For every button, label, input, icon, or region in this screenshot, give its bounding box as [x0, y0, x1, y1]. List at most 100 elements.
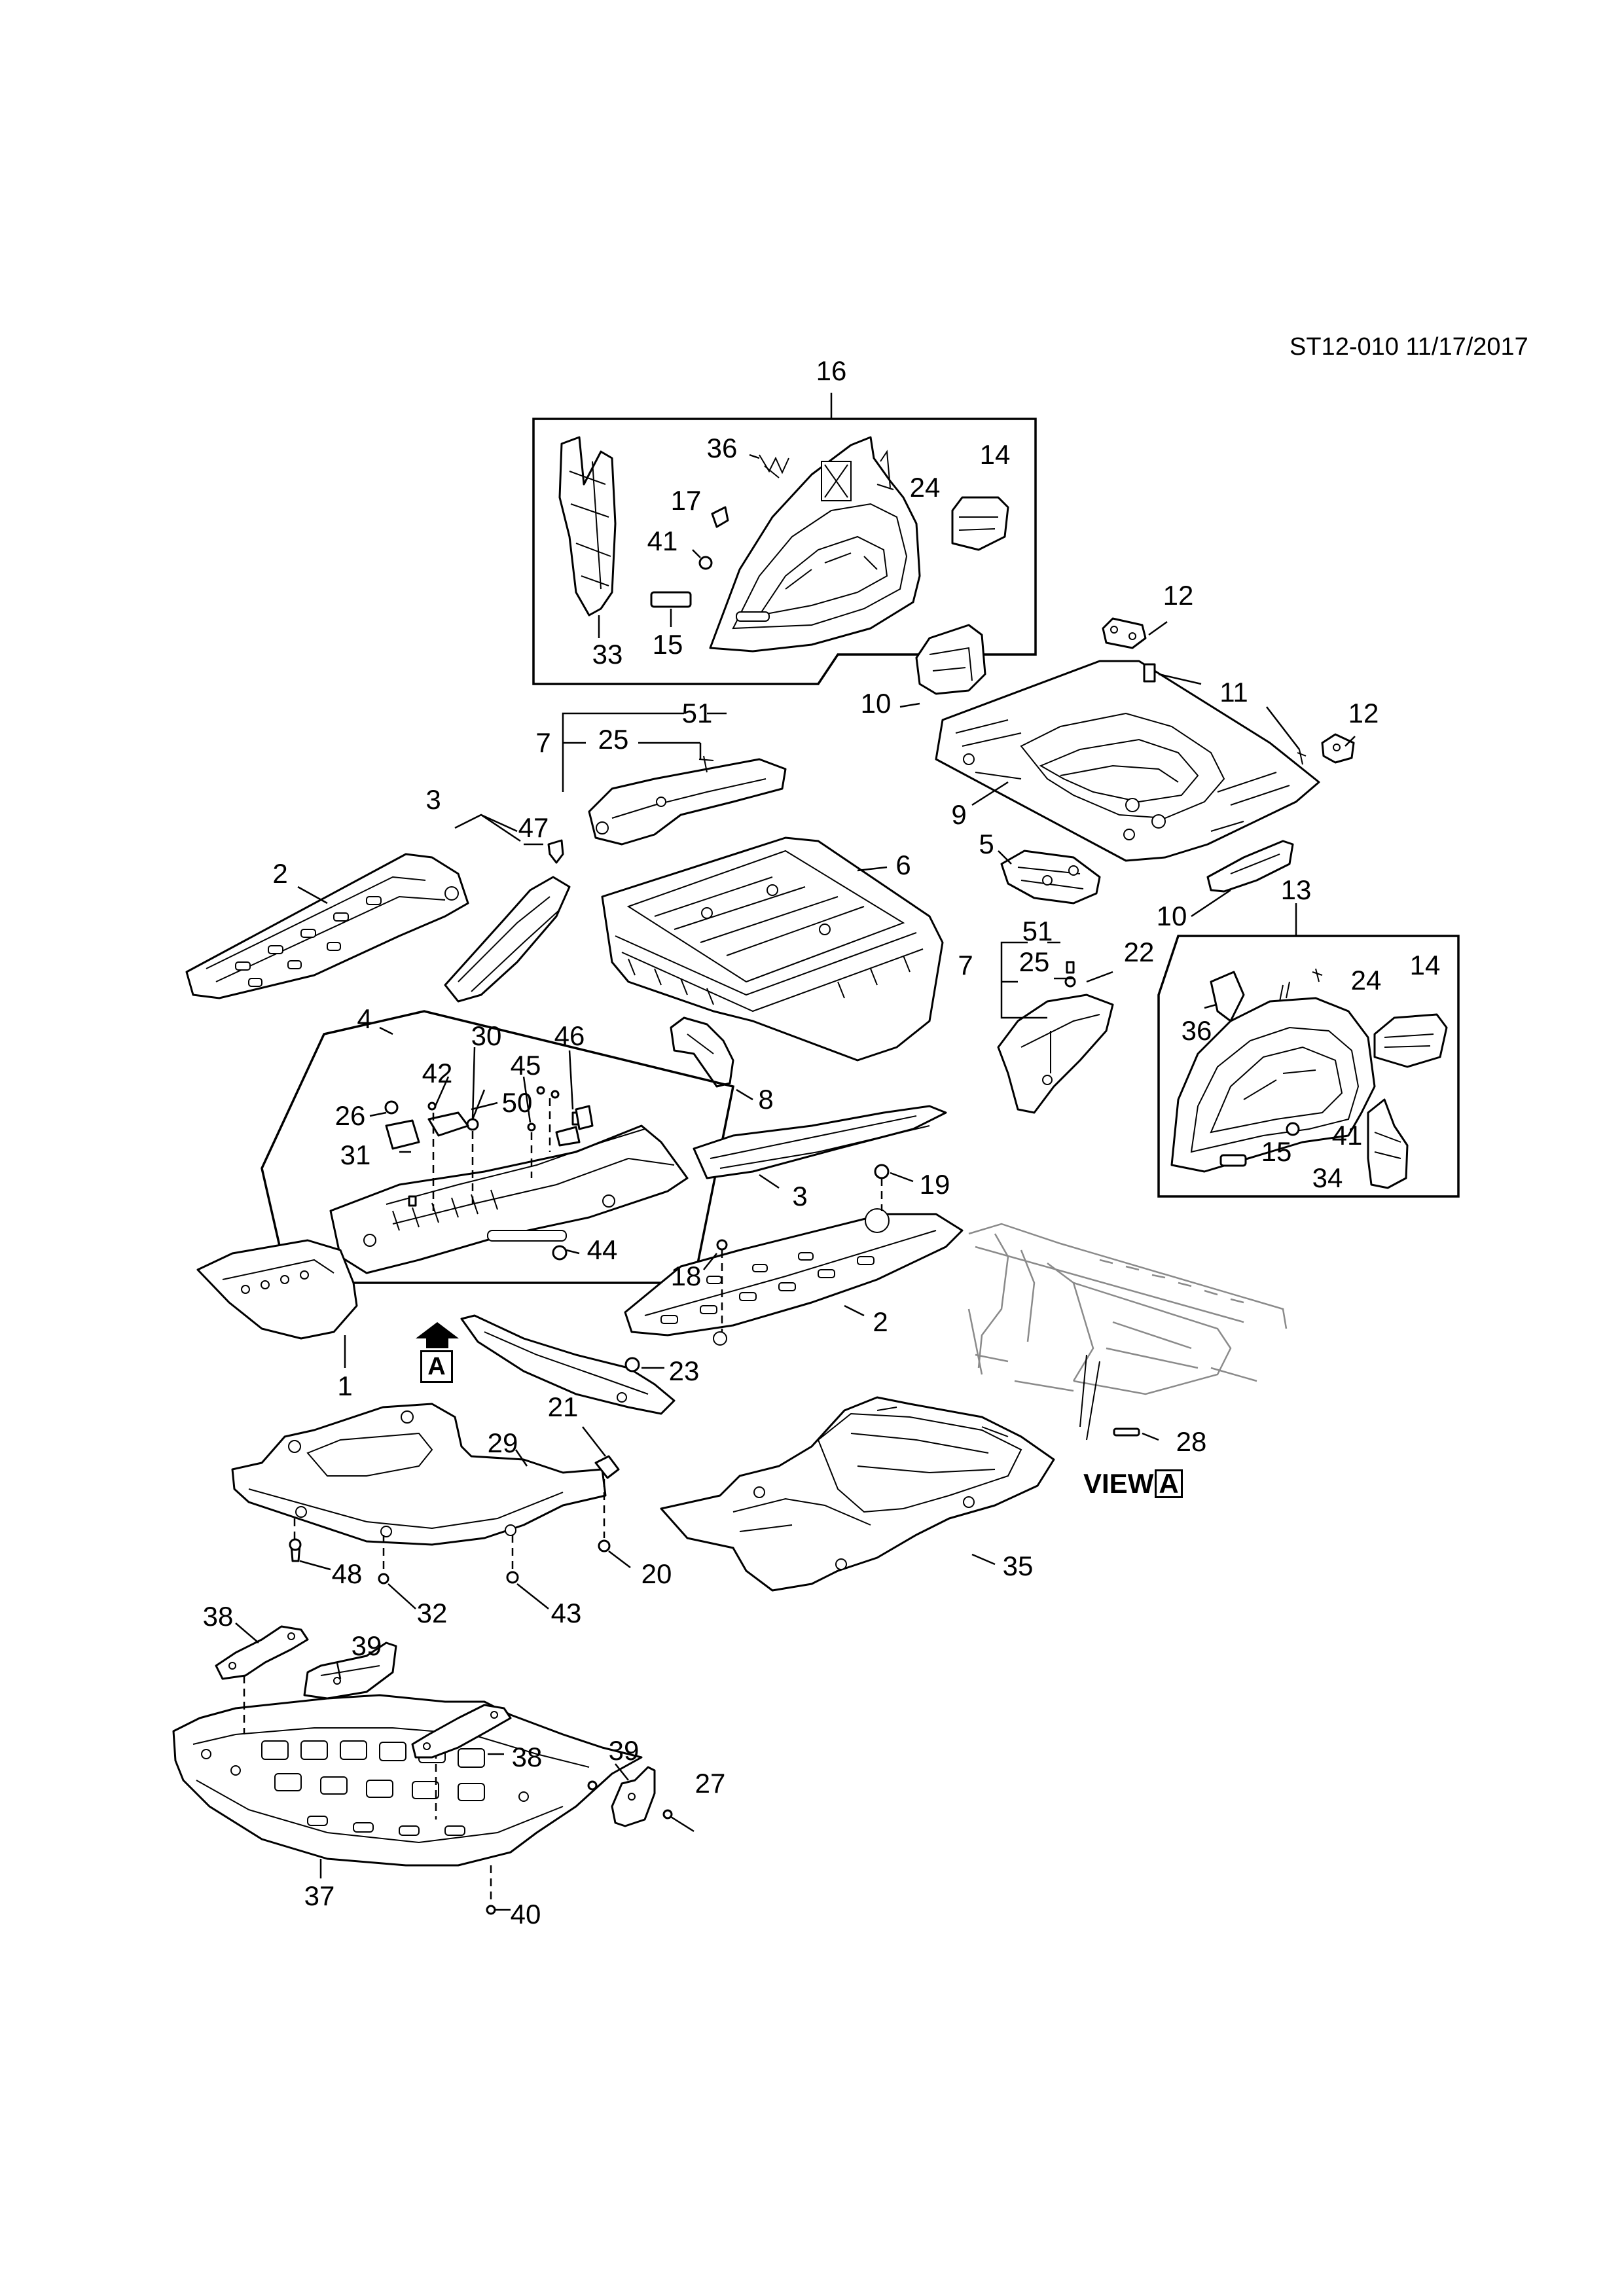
callout-7-lower: 7: [958, 950, 973, 980]
callout-15-lower: 15: [1261, 1136, 1292, 1167]
callout-28: 28: [1176, 1426, 1207, 1457]
callout-43: 43: [550, 1598, 582, 1628]
callout-6: 6: [895, 850, 911, 880]
callout-12-right: 12: [1348, 698, 1379, 728]
part-37-skid-plate: [172, 1676, 643, 1905]
callout-50: 50: [501, 1087, 533, 1118]
callout-33: 33: [592, 639, 623, 670]
callout-27: 27: [695, 1768, 726, 1799]
drawing-reference: ST12-010 11/17/2017: [1290, 333, 1528, 361]
part-14-panel-b: [1373, 1013, 1448, 1068]
part-wheelhouse-lh: [709, 436, 921, 653]
part-7-lower: [997, 961, 1114, 1114]
fasteners-48-32-43-20: [289, 1538, 611, 1585]
part-35-tunnel: [660, 1396, 1055, 1592]
callout-7-upper: 7: [535, 727, 551, 758]
callout-36-lower: 36: [1181, 1015, 1212, 1046]
callout-13: 13: [1280, 874, 1312, 905]
part-41-nut-a: [692, 549, 713, 570]
callout-29: 29: [487, 1427, 518, 1458]
callout-21: 21: [547, 1391, 579, 1422]
callout-42: 42: [422, 1058, 453, 1088]
callout-37: 37: [304, 1880, 335, 1911]
part-39-bracket-a: [303, 1641, 397, 1700]
callout-3-lower: 3: [792, 1181, 808, 1211]
fasteners-27-40: [486, 1809, 695, 1915]
callout-51-lower: 51: [1022, 916, 1053, 946]
part-10-bracket-upper: [915, 624, 986, 695]
part-14-panel-a: [951, 496, 1009, 551]
callout-38-left: 38: [202, 1601, 234, 1632]
callout-19: 19: [919, 1169, 950, 1200]
detail-4-crossmember: [329, 1124, 689, 1274]
callout-51-upper: 51: [681, 698, 713, 728]
callout-5: 5: [979, 829, 994, 859]
callout-18: 18: [670, 1261, 702, 1291]
part-15-plate-b: [1219, 1154, 1247, 1167]
callout-11: 11: [1219, 677, 1248, 708]
callout-47: 47: [518, 812, 549, 843]
part-wheelhouse-rh: [1170, 981, 1376, 1173]
view-a-letter: A: [1155, 1469, 1183, 1498]
callout-8: 8: [758, 1084, 774, 1115]
part-3-rail-lower: [693, 1105, 947, 1179]
callout-24-lower: 24: [1350, 965, 1382, 996]
part-1-panel: [196, 1239, 358, 1368]
view-a-word: VIEW: [1083, 1468, 1154, 1499]
callout-23: 23: [668, 1355, 700, 1386]
part-17-clip: [711, 506, 729, 528]
part-15-plate-a: [650, 591, 692, 627]
callout-34: 34: [1312, 1162, 1343, 1193]
callout-14-lower: 14: [1409, 950, 1441, 980]
callout-9: 9: [951, 799, 967, 830]
callout-20: 20: [641, 1558, 672, 1589]
leader-lines: [235, 620, 1356, 1911]
callout-40: 40: [510, 1899, 541, 1929]
callout-39-right: 39: [608, 1735, 640, 1766]
part-34-pillar: [1367, 1098, 1409, 1189]
part-5-bracket: [1000, 850, 1101, 905]
callout-10-upper: 10: [860, 688, 892, 719]
part-23-crossmember: [460, 1314, 676, 1415]
part-38-bracket-a: [215, 1625, 309, 1680]
callout-2-lower: 2: [873, 1306, 888, 1337]
part-12-bracket-b: [1321, 733, 1355, 764]
part-24-bracket-a: [876, 450, 894, 490]
part-2-sill-lower: [624, 1178, 964, 1346]
callout-16: 16: [816, 355, 847, 386]
callout-3-upper: 3: [425, 784, 441, 815]
callout-24-upper: 24: [909, 472, 941, 503]
part-38-bracket-b: [411, 1704, 512, 1759]
callout-15-upper: 15: [652, 629, 683, 660]
callout-39-upper: 39: [351, 1630, 382, 1661]
callout-32: 32: [416, 1598, 448, 1628]
callout-25-upper: 25: [598, 724, 629, 755]
part-24-bracket-b: [1312, 968, 1323, 982]
callout-41-upper: 41: [647, 526, 678, 556]
group-13-frame: [1157, 903, 1460, 1198]
part-7-upper: [588, 755, 787, 846]
callout-10-lower: 10: [1156, 901, 1187, 931]
callout-45: 45: [510, 1050, 541, 1081]
part-8-support: [670, 1016, 734, 1088]
part-12-bracket-a: [1102, 617, 1147, 649]
callout-38-right: 38: [511, 1742, 543, 1772]
detail-4-fasteners: [384, 1086, 594, 1261]
callout-26: 26: [334, 1100, 366, 1131]
callout-1: 1: [337, 1371, 353, 1401]
part-41-nut-b: [1286, 1122, 1300, 1136]
callout-25-lower: 25: [1019, 946, 1050, 977]
callout-22: 22: [1123, 937, 1155, 967]
callout-30: 30: [471, 1020, 502, 1051]
group-16-frame: [532, 393, 1037, 685]
part-9-rear-floor: [935, 660, 1320, 862]
callout-17: 17: [670, 485, 702, 516]
part-39-bracket-b: [587, 1766, 656, 1827]
callout-41-lower: 41: [1331, 1120, 1363, 1151]
view-arrow-letter: A: [420, 1350, 453, 1383]
part-47-clip: [547, 839, 564, 864]
callout-48: 48: [331, 1558, 363, 1589]
part-6-floor-tub: [601, 836, 944, 1062]
